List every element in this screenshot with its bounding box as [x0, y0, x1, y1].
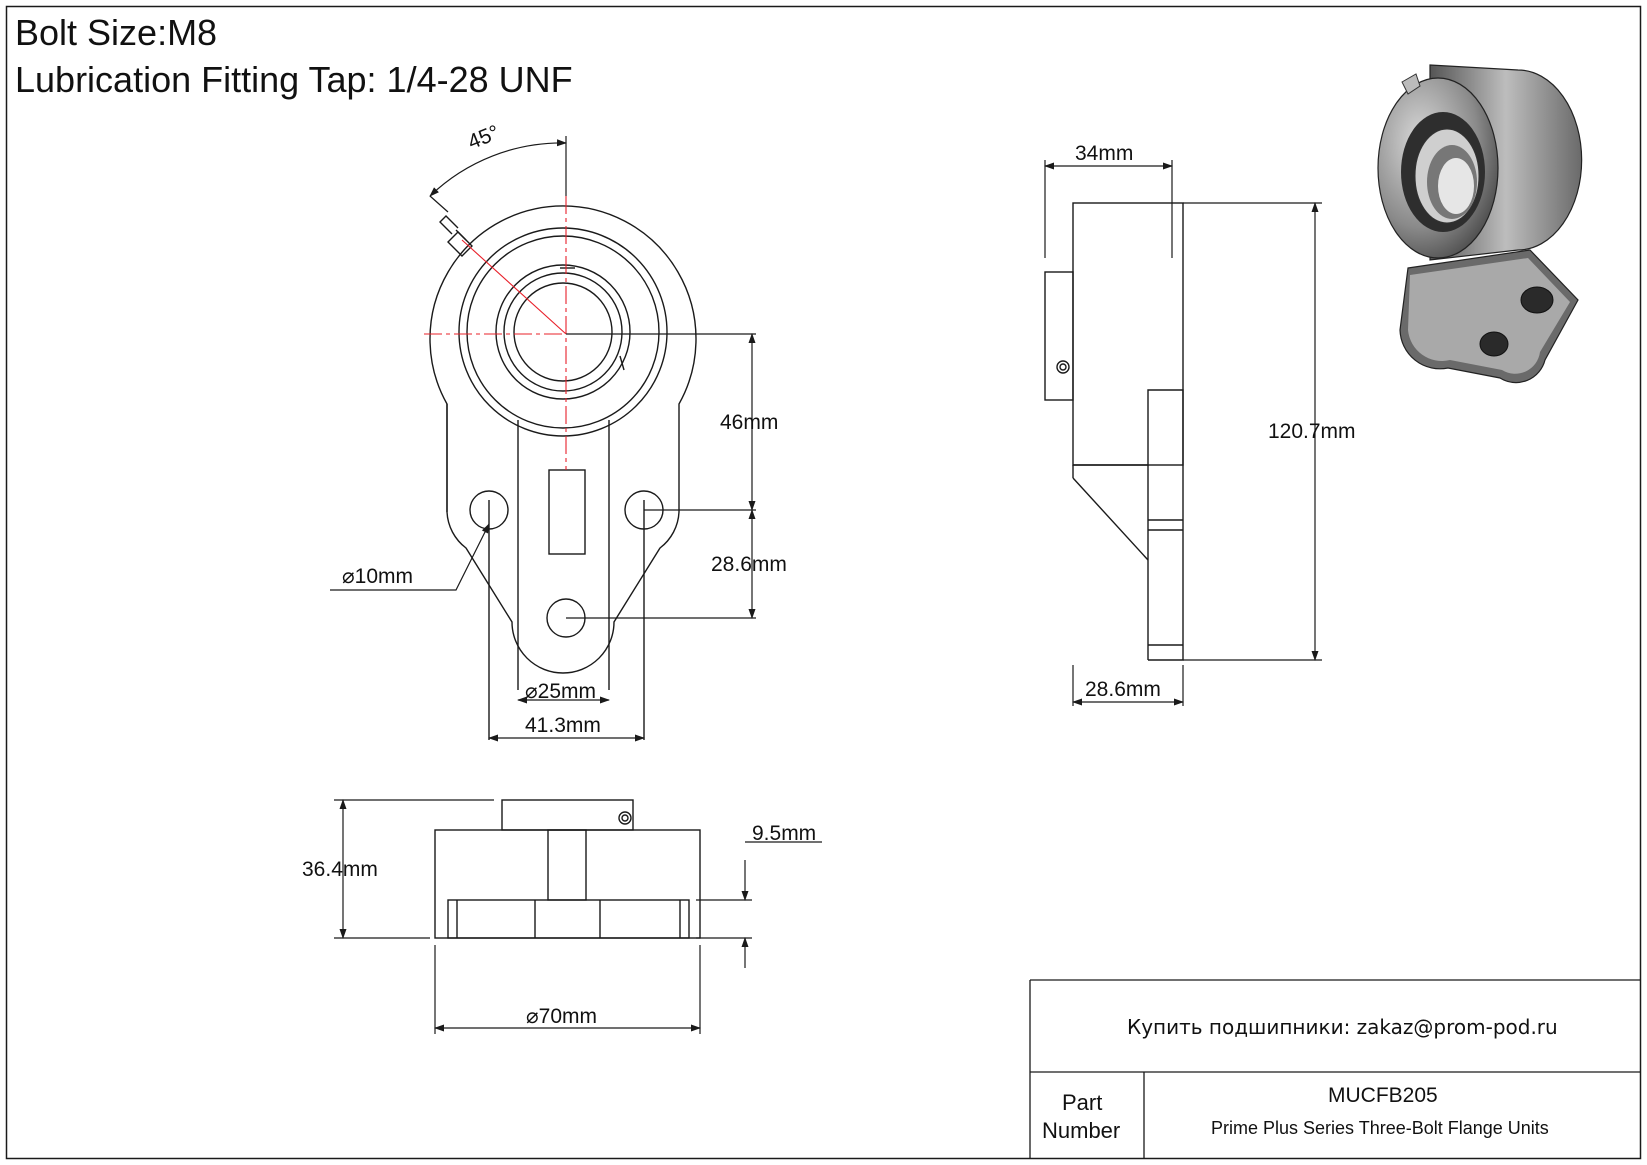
grease-nipple [439, 215, 473, 257]
dim-height-28-6-front: 28.6mm [711, 553, 787, 576]
side-dimensions [1044, 160, 1322, 706]
housing-ring [458, 227, 668, 437]
bearing-3d-illustration [1377, 64, 1583, 384]
dim-width-28-6-side: 28.6mm [1085, 678, 1161, 701]
front-dimensions [330, 333, 756, 742]
flange-outline [429, 205, 697, 674]
dim-width-34: 34mm [1075, 142, 1134, 165]
bore-circle [513, 282, 613, 382]
bottom-flange [447, 899, 690, 939]
bottom-view [434, 799, 701, 939]
dim-height-46: 46mm [720, 411, 779, 434]
title-part-label-2: Number [1042, 1118, 1121, 1143]
bottom-dimensions [334, 799, 822, 1034]
title-block [1029, 979, 1640, 1158]
centerlines [424, 196, 700, 470]
bolt-size-heading: Bolt Size:M8 [15, 12, 218, 53]
sheet-border [5, 5, 1642, 1160]
lubrication-heading: Lubrication Fitting Tap: 1/4-28 UNF [15, 59, 573, 100]
angle-dimension [429, 136, 567, 213]
side-collar [1044, 271, 1074, 401]
dim-width-41-3: 41.3mm [525, 714, 601, 737]
side-view [1044, 202, 1184, 661]
title-contact: Купить подшипники: zakaz@prom-pod.ru [1127, 1015, 1558, 1039]
front-view [429, 205, 697, 740]
dim-height-120-7: 120.7mm [1268, 420, 1356, 443]
title-part-number: MUCFB205 [1328, 1084, 1438, 1107]
dim-diameter-70: ⌀70mm [526, 1005, 597, 1028]
dim-height-36-4: 36.4mm [302, 858, 378, 881]
title-part-label-1: Part [1062, 1090, 1103, 1115]
center-slot [548, 469, 586, 555]
dim-thickness-9-5: 9.5mm [752, 822, 817, 845]
title-description: Prime Plus Series Three-Bolt Flange Unit… [1211, 1118, 1549, 1138]
bottom-housing [434, 829, 701, 939]
dim-hole-diameter-10: ⌀10mm [342, 565, 413, 588]
side-body [1072, 202, 1184, 466]
dim-bore-diameter-25: ⌀25mm [525, 680, 596, 703]
